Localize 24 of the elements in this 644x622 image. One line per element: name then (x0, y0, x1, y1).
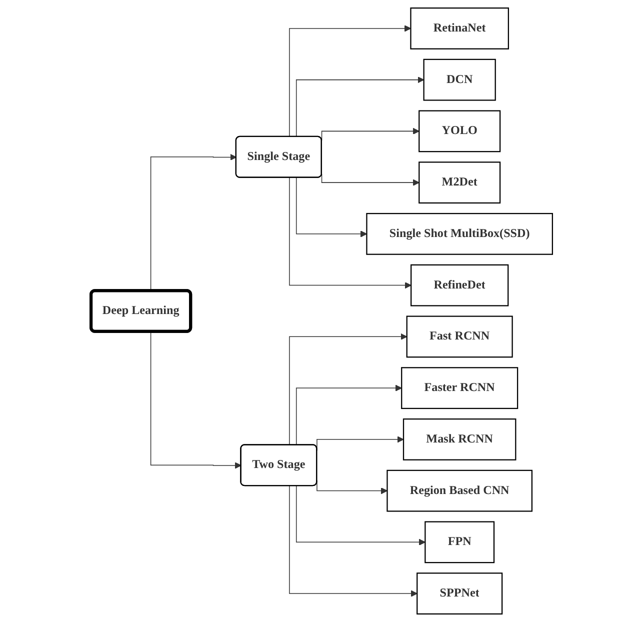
arrow (289, 486, 418, 597)
node-box: Single Shot MultiBox(SSD) (366, 212, 554, 255)
arrow (322, 174, 420, 186)
node-box: Faster RCNN (401, 367, 518, 410)
node-box: Region Based CNN (386, 470, 533, 512)
arrow (150, 154, 237, 292)
node-box: FPN (424, 521, 495, 564)
arrow (289, 177, 412, 289)
node-box: YOLO (418, 110, 501, 152)
arrow (322, 128, 420, 141)
arrow (296, 384, 402, 446)
arrow (289, 333, 408, 446)
arrow (296, 177, 368, 238)
arrow (296, 76, 424, 138)
arrow (296, 486, 426, 546)
node-box: SPPNet (416, 572, 503, 614)
node-box: M2Det (418, 162, 501, 204)
node-box: Mask RCNN (403, 418, 516, 460)
node-box: RefineDet (410, 264, 509, 306)
node-box: DCN (424, 58, 496, 101)
node-box: Fast RCNN (406, 316, 514, 358)
node-box: RetinaNet (410, 7, 510, 50)
arrow (289, 25, 412, 138)
arrow (150, 331, 242, 469)
